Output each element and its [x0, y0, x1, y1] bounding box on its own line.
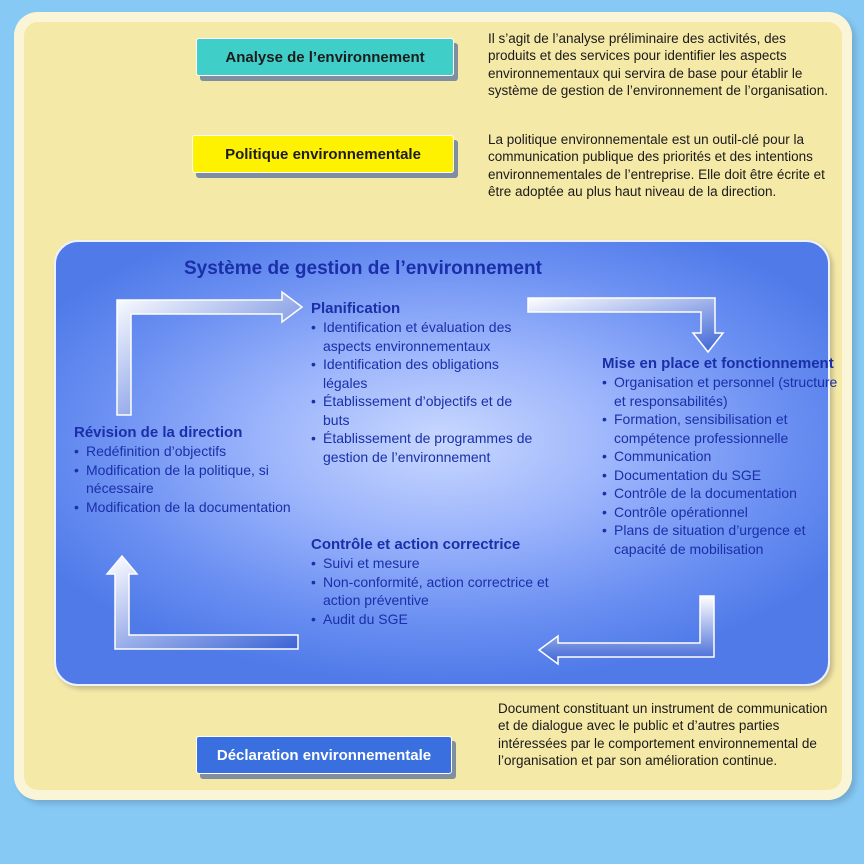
list-item: Suivi et mesure — [311, 554, 551, 573]
planification-block: Planification Identification et évaluati… — [311, 299, 541, 466]
list-item: Documentation du SGE — [602, 466, 842, 485]
declaration-description: Document constituant un instrument de co… — [498, 701, 828, 768]
declaration-environnementale-box: Déclaration environnementale — [196, 736, 452, 774]
list-item: Établissement d’objectifs et de buts — [311, 392, 541, 429]
list-item: Communication — [602, 447, 842, 466]
list-item: Plans de situation d’urgence et capacité… — [602, 521, 842, 558]
list-item: Non-conformité, action correctrice et ac… — [311, 573, 551, 610]
list-item: Identification des obligations légales — [311, 355, 541, 392]
arrow-to-planification — [116, 290, 304, 416]
list-item: Organisation et personnel (structure et … — [602, 373, 842, 410]
controle-block: Contrôle et action correctrice Suivi et … — [311, 535, 551, 628]
list-item: Contrôle de la documentation — [602, 484, 842, 503]
list-item: Modification de la politique, si nécessa… — [74, 461, 304, 498]
revision-heading: Révision de la direction — [74, 424, 243, 441]
planification-heading: Planification — [311, 300, 401, 317]
list-item: Contrôle opérationnel — [602, 503, 842, 522]
list-item: Identification et évaluation des aspects… — [311, 318, 541, 355]
arrow-to-mise-en-place — [527, 297, 725, 354]
list-item: Modification de la documentation — [74, 498, 304, 517]
list-item: Formation, sensibilisation et compétence… — [602, 410, 842, 447]
politique-description: La politique environnementale est un out… — [488, 132, 825, 199]
arrow-to-controle — [537, 595, 715, 666]
mise-en-place-heading: Mise en place et fonctionnement — [602, 355, 834, 372]
controle-heading: Contrôle et action correctrice — [311, 536, 521, 553]
sge-title: Système de gestion de l’environnement — [184, 258, 542, 279]
analyse-environnement-box: Analyse de l’environnement — [196, 38, 454, 76]
politique-environnementale-box: Politique environnementale — [192, 135, 454, 173]
arrow-to-revision — [105, 554, 299, 650]
list-item: Redéfinition d’objectifs — [74, 442, 304, 461]
analyse-description: Il s’agit de l’analyse préliminaire des … — [488, 31, 828, 98]
revision-block: Révision de la direction Redéfinition d’… — [74, 423, 304, 516]
list-item: Audit du SGE — [311, 610, 551, 629]
mise-en-place-block: Mise en place et fonctionnement Organisa… — [602, 354, 842, 558]
list-item: Établissement de programmes de gestion d… — [311, 429, 541, 466]
